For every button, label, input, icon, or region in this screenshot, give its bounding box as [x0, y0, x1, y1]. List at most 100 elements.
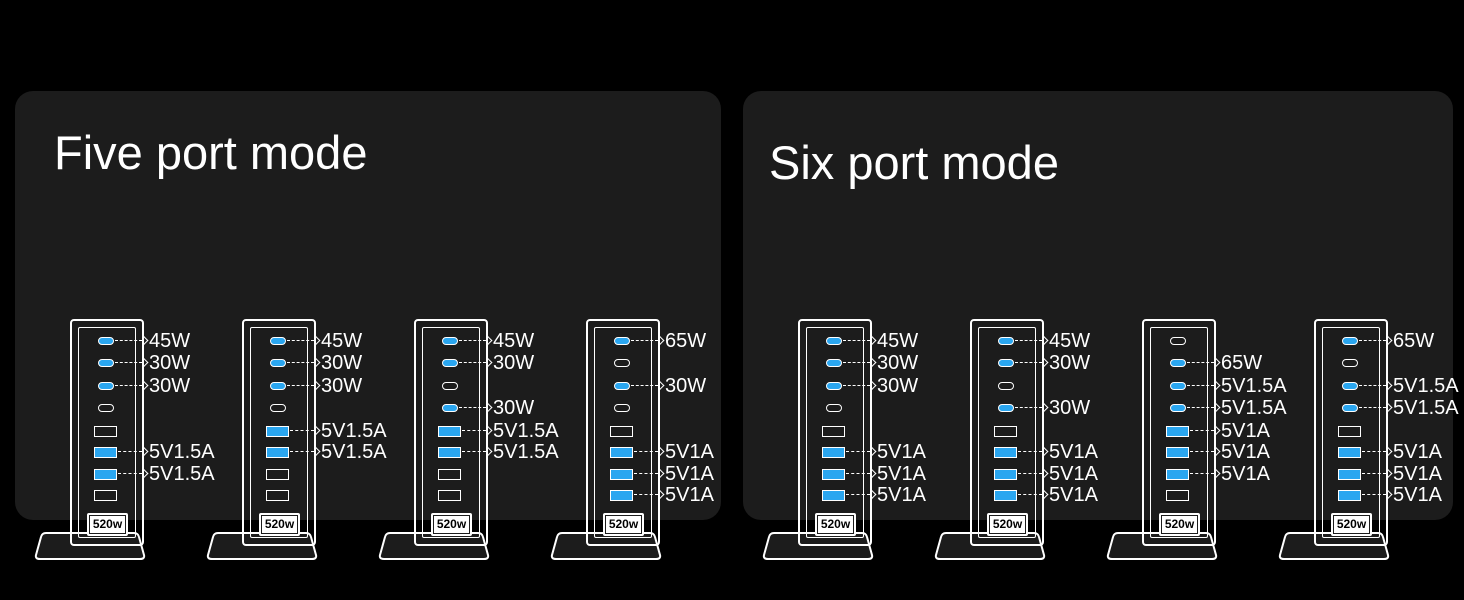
- port-output-label: 5V1A: [877, 441, 926, 463]
- port-output-label: 30W: [1049, 352, 1091, 374]
- usb-c-port: [826, 382, 842, 390]
- usb-a-port: [1338, 468, 1361, 480]
- wattage-badge-text: 520w: [817, 515, 854, 534]
- power-arrow: [1018, 451, 1047, 453]
- usb-a-port: [1338, 489, 1361, 501]
- usb-c-port: [98, 404, 114, 412]
- usb-a-port: [266, 489, 289, 501]
- charger-base: [378, 532, 490, 560]
- usb-a-port: [610, 425, 633, 437]
- port-output-label: 5V1.5A: [493, 441, 559, 463]
- power-arrow: [459, 407, 491, 409]
- usb-c-port: [1342, 337, 1358, 345]
- port-output-label: 5V1A: [665, 441, 714, 463]
- power-arrow: [1190, 473, 1219, 475]
- wattage-badge: 520w: [603, 513, 644, 536]
- usb-c-port: [442, 382, 458, 390]
- charger-base: [206, 532, 318, 560]
- port-output-label: 45W: [493, 330, 535, 352]
- charger-faceplate: 520w: [806, 327, 864, 538]
- usb-c-port: [1170, 404, 1186, 412]
- usb-a-port: [610, 489, 633, 501]
- usb-a-port: [438, 425, 461, 437]
- charger-base: [34, 532, 146, 560]
- port-output-label: 30W: [493, 397, 535, 419]
- usb-a-port: [1166, 489, 1189, 501]
- port-output-label: 5V1A: [1393, 441, 1442, 463]
- port-output-label: 5V1A: [1221, 420, 1270, 442]
- power-arrow: [287, 362, 319, 364]
- charger-faceplate: 520w: [78, 327, 136, 538]
- usb-c-port: [98, 359, 114, 367]
- wattage-badge: 520w: [259, 513, 300, 536]
- wattage-badge-text: 520w: [433, 515, 470, 534]
- usb-c-port: [1170, 337, 1186, 345]
- power-arrow: [1015, 340, 1047, 342]
- power-arrow: [287, 385, 319, 387]
- usb-a-port: [822, 489, 845, 501]
- port-output-label: 5V1.5A: [321, 420, 387, 442]
- power-arrow: [462, 451, 491, 453]
- port-output-label: 5V1A: [1221, 441, 1270, 463]
- power-arrow: [843, 362, 875, 364]
- port-output-label: 5V1A: [877, 484, 926, 506]
- power-arrow: [846, 473, 875, 475]
- port-output-label: 5V1.5A: [493, 420, 559, 442]
- usb-a-port: [1166, 446, 1189, 458]
- usb-a-port: [438, 489, 461, 501]
- power-arrow: [843, 385, 875, 387]
- power-arrow: [843, 340, 875, 342]
- charger-base: [762, 532, 874, 560]
- power-arrow: [1190, 430, 1219, 432]
- power-arrow: [1359, 340, 1391, 342]
- power-arrow: [631, 385, 663, 387]
- usb-c-port: [1342, 359, 1358, 367]
- usb-a-port: [438, 446, 461, 458]
- power-arrow: [290, 430, 319, 432]
- usb-c-port: [998, 404, 1014, 412]
- usb-a-port: [822, 446, 845, 458]
- usb-c-port: [442, 359, 458, 367]
- port-output-label: 45W: [321, 330, 363, 352]
- power-arrow: [1187, 385, 1219, 387]
- usb-c-port: [998, 359, 1014, 367]
- wattage-badge: 520w: [1159, 513, 1200, 536]
- charger-body: 520w: [70, 319, 144, 546]
- port-output-label: 30W: [1049, 397, 1091, 419]
- power-arrow: [115, 340, 147, 342]
- power-arrow: [1362, 473, 1391, 475]
- power-arrow: [1187, 407, 1219, 409]
- usb-a-port: [994, 446, 1017, 458]
- charger-faceplate: 520w: [978, 327, 1036, 538]
- port-output-label: 30W: [321, 375, 363, 397]
- usb-c-port: [270, 382, 286, 390]
- power-arrow: [115, 385, 147, 387]
- five-port-title: Five port mode: [54, 126, 368, 179]
- usb-a-port: [94, 468, 117, 480]
- port-output-label: 5V1.5A: [149, 441, 215, 463]
- port-output-label: 30W: [493, 352, 535, 374]
- usb-c-port: [270, 404, 286, 412]
- charger-faceplate: 520w: [1150, 327, 1208, 538]
- power-arrow: [634, 473, 663, 475]
- wattage-badge: 520w: [987, 513, 1028, 536]
- power-arrow: [634, 494, 663, 496]
- power-arrow: [846, 451, 875, 453]
- usb-a-port: [822, 425, 845, 437]
- power-arrow: [115, 362, 147, 364]
- usb-a-port: [994, 468, 1017, 480]
- port-output-label: 5V1.5A: [1221, 397, 1287, 419]
- port-output-label: 5V1.5A: [1221, 375, 1287, 397]
- port-output-label: 5V1A: [665, 484, 714, 506]
- usb-a-port: [1166, 425, 1189, 437]
- port-output-label: 5V1.5A: [1393, 375, 1459, 397]
- usb-c-port: [98, 382, 114, 390]
- power-arrow: [1018, 473, 1047, 475]
- port-output-label: 45W: [149, 330, 191, 352]
- power-arrow: [1362, 451, 1391, 453]
